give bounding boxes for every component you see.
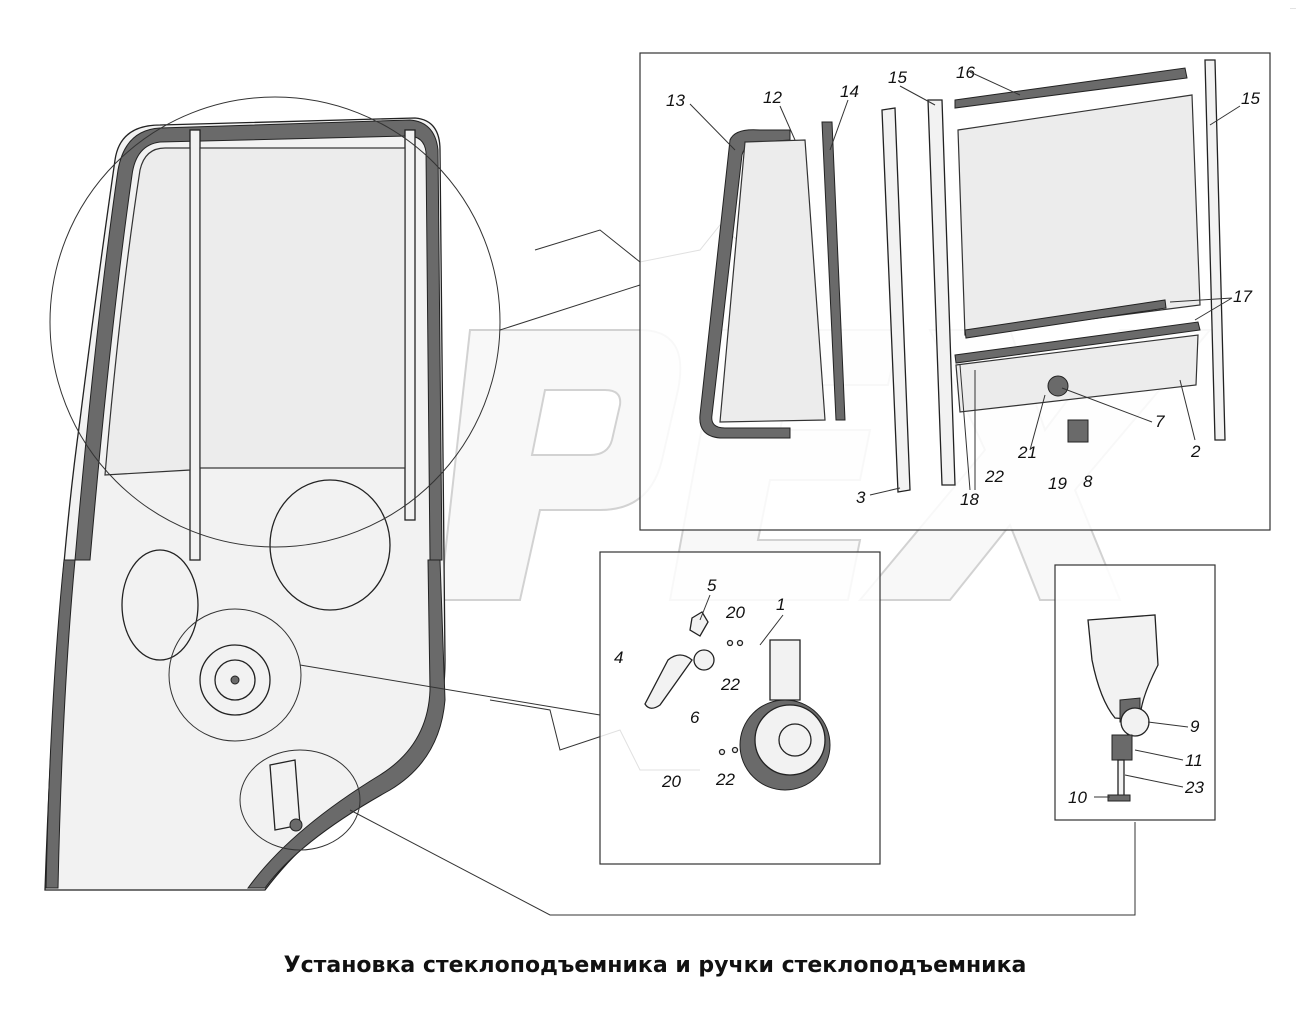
callout-7: 7 bbox=[1155, 412, 1165, 431]
bracket-parts bbox=[1087, 614, 1159, 802]
callout-17: 17 bbox=[1233, 287, 1252, 306]
zoom-circle-bracket bbox=[239, 749, 361, 851]
callout-15: 15 bbox=[1241, 89, 1260, 108]
handle-parts bbox=[644, 611, 831, 791]
callout-3: 3 bbox=[856, 488, 866, 507]
callout-13: 13 bbox=[666, 91, 685, 110]
callout-1: 1 bbox=[776, 595, 785, 614]
callout-8: 8 bbox=[1083, 472, 1093, 491]
callout-5: 5 bbox=[707, 576, 717, 595]
callout-10: 10 bbox=[1068, 788, 1087, 807]
handle-detail-panel bbox=[599, 551, 881, 865]
door-assembly bbox=[44, 117, 446, 891]
bracket-small bbox=[269, 759, 303, 832]
callout-23: 23 bbox=[1184, 778, 1204, 797]
callout-21: 21 bbox=[1017, 443, 1037, 462]
callout-11: 11 bbox=[1185, 751, 1203, 770]
callout-20: 20 bbox=[661, 772, 681, 791]
callout-14: 14 bbox=[840, 82, 859, 101]
glass-parts bbox=[699, 59, 1226, 493]
callout-22: 22 bbox=[984, 467, 1004, 486]
zoom-circle-glass bbox=[49, 96, 501, 548]
callout-19: 19 bbox=[1048, 474, 1067, 493]
callout-20: 20 bbox=[725, 603, 745, 622]
callout-22: 22 bbox=[715, 770, 735, 789]
callout-6: 6 bbox=[690, 708, 700, 727]
callout-18: 18 bbox=[960, 490, 979, 509]
callout-2: 2 bbox=[1190, 442, 1201, 461]
callout-16: 16 bbox=[956, 63, 975, 82]
callout-22: 22 bbox=[720, 675, 740, 694]
callout-leaders bbox=[689, 71, 1241, 798]
callout-labels: 13 12 14 15 16 15 17 7 2 21 22 19 8 18 3… bbox=[614, 63, 1260, 807]
callout-9: 9 bbox=[1190, 717, 1200, 736]
zoom-circle-regulator bbox=[168, 608, 302, 742]
regulator-disc-small bbox=[199, 644, 271, 716]
callout-15: 15 bbox=[888, 68, 907, 87]
callout-4: 4 bbox=[614, 648, 623, 667]
corner-mark: ··· bbox=[1290, 6, 1296, 12]
callout-12: 12 bbox=[763, 88, 782, 107]
diagram-caption: Установка стеклоподъемника и ручки стекл… bbox=[283, 953, 1027, 978]
